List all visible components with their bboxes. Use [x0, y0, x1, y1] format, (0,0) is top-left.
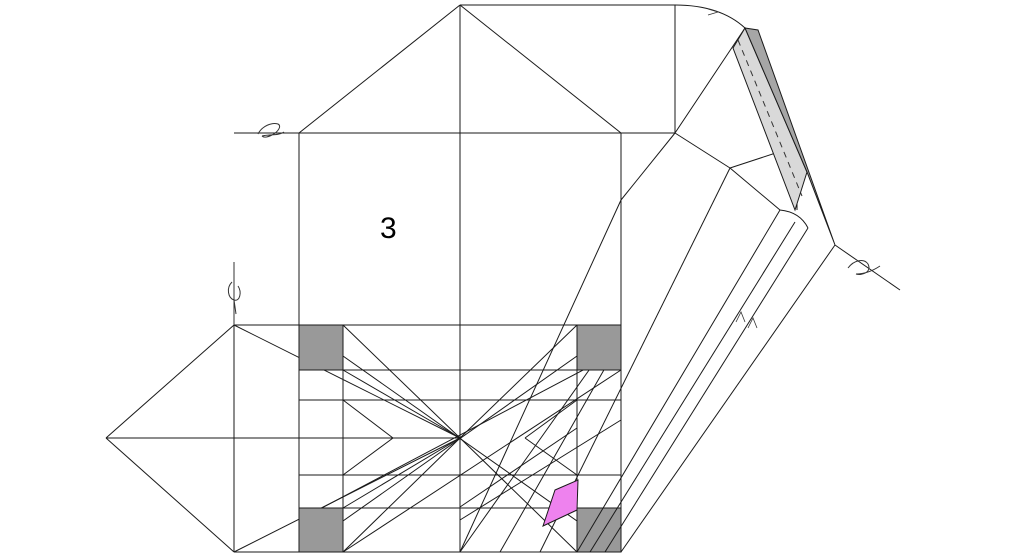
- left-flap: [105, 324, 461, 553]
- corner-square-top-left: [298, 324, 344, 371]
- bottom-grid: [298, 324, 622, 553]
- corner-square-bottom-left: [298, 507, 344, 553]
- corner-square-top-right: [576, 324, 622, 371]
- reference-mark-left-side: [227, 262, 241, 325]
- reference-mark-left-top: [257, 123, 285, 138]
- right-diagonal-flap: [459, 27, 901, 553]
- arrow-markers-flap: [735, 311, 758, 329]
- strip-band: [732, 26, 836, 246]
- reference-mark-right: [847, 260, 881, 275]
- top-section: [298, 4, 746, 552]
- arrow-marker-top: [707, 8, 720, 16]
- highlight-rhombus: [542, 479, 579, 527]
- step-number: 3: [380, 212, 397, 245]
- corner-squares: [298, 324, 622, 553]
